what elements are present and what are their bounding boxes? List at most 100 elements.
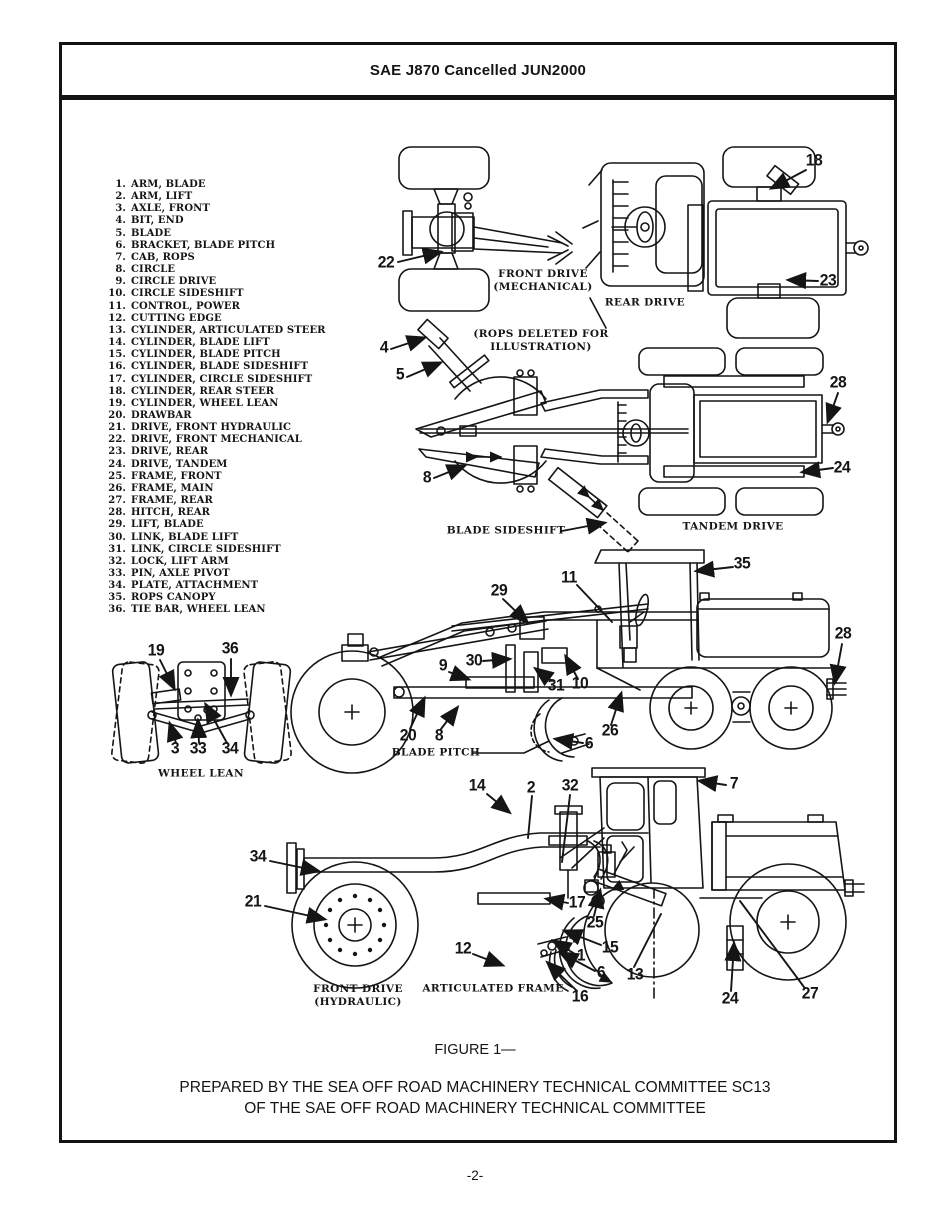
callout-number: 24	[833, 458, 851, 477]
parts-list-item-number: 23.	[108, 446, 126, 458]
parts-list-item-number: 16.	[108, 361, 126, 373]
parts-list-item: 21. DRIVE, FRONT HYDRAULIC	[104, 422, 326, 434]
parts-list-item-label: CIRCLE DRIVE	[131, 276, 217, 288]
parts-list-item-label: DRIVE, TANDEM	[131, 458, 228, 470]
parts-list-item-number: 8.	[115, 264, 126, 276]
parts-list-item-number: 24.	[108, 458, 126, 470]
parts-list-item-number: 12.	[108, 312, 126, 324]
parts-list-item-number: 7.	[115, 251, 126, 263]
callout-number: 10	[571, 674, 589, 693]
parts-list-item: 4.BIT, END	[104, 215, 326, 227]
figure-caption: FIGURE 1—	[434, 1042, 516, 1058]
parts-list-item: 14.CYLINDER, BLADE LIFT	[104, 337, 326, 349]
diagram-label: ARTICULATED FRAME	[422, 982, 564, 995]
parts-list-item: 30.LINK, BLADE LIFT	[104, 532, 326, 544]
parts-list-item-label: CIRCLE	[131, 264, 176, 276]
callout-number: 9	[438, 656, 448, 675]
parts-list-item: 36.TIE BAR, WHEEL LEAN	[104, 604, 326, 616]
callout-number: 19	[147, 641, 165, 660]
parts-list-item: 15. CYLINDER, BLADE PITCH	[104, 349, 326, 361]
parts-list-item-label: BRACKET, BLADE PITCH	[131, 239, 276, 251]
diagram-label: FRONT DRIVE (MECHANICAL)	[493, 267, 593, 293]
parts-list-item: 31. LINK, CIRCLE SIDESHIFT	[104, 544, 326, 556]
parts-list-item-number: 11.	[108, 300, 126, 312]
footer-committee-line2: OF THE SAE OFF ROAD MACHINERY TECHNICAL …	[244, 1100, 706, 1117]
parts-list-item: 11. CONTROL, POWER	[104, 301, 326, 313]
footer-committee-line1: PREPARED BY THE SEA OFF ROAD MACHINERY T…	[179, 1079, 771, 1096]
callout-number: 1	[576, 946, 586, 965]
parts-list-item-label: TIE BAR, WHEEL LEAN	[131, 604, 266, 616]
page-title: SAE J870 Cancelled JUN2000	[369, 61, 587, 79]
parts-list-item-number: 6.	[115, 239, 126, 251]
parts-list-item: 5. BLADE	[104, 228, 326, 240]
parts-list-item: 12. CUTTING EDGE	[104, 313, 326, 325]
header-box: SAE J870 Cancelled JUN2000	[59, 42, 897, 98]
parts-list-item-number: 27.	[108, 495, 126, 507]
parts-list-item: 19.CYLINDER, WHEEL LEAN	[104, 398, 326, 410]
parts-list-item: 32.LOCK, LIFT ARM	[104, 556, 326, 568]
callout-number: 6	[596, 963, 606, 982]
callout-number: 35	[733, 554, 751, 573]
parts-list-item: 23.DRIVE, REAR	[104, 446, 326, 458]
parts-list-item-label: LINK, CIRCLE SIDESHIFT	[131, 543, 281, 555]
diagram-label: BLADE SIDESHIFT	[446, 524, 566, 537]
parts-list-item: 6. BRACKET, BLADE PITCH	[104, 240, 326, 252]
parts-list-item-number: 14.	[108, 337, 126, 349]
parts-list-item-number: 2.	[115, 191, 126, 203]
parts-list-item-number: 9.	[115, 276, 126, 288]
parts-list-item-label: ARM, BLADE	[131, 179, 206, 190]
figure-frame	[59, 97, 897, 1143]
callout-number: 7	[729, 774, 739, 793]
parts-list-item-label: DRIVE, FRONT HYDRAULIC	[131, 422, 292, 434]
parts-list-item-number: 34.	[108, 580, 126, 592]
parts-list-item: 8. CIRCLE	[104, 264, 326, 276]
parts-list-item-label: LIFT, BLADE	[131, 519, 204, 531]
callout-number: 25	[586, 913, 604, 932]
diagram-label: FRONT DRIVE (HYDRAULIC)	[313, 982, 403, 1008]
parts-list-item-number: 17.	[108, 373, 126, 385]
parts-list-item-number: 5.	[115, 227, 126, 239]
parts-list-item-label: CYLINDER, REAR STEER	[131, 385, 275, 397]
parts-list-item-number: 31.	[108, 543, 126, 555]
parts-list-item-label: CAB, ROPS	[131, 251, 195, 263]
parts-list-item-number: 15.	[108, 349, 126, 361]
parts-list-item-number: 28.	[108, 507, 126, 519]
parts-list-item-label: PIN, AXLE PIVOT	[131, 568, 230, 579]
parts-list-item-label: BIT, END	[131, 215, 184, 227]
parts-list-item-number: 29.	[108, 519, 126, 531]
callout-number: 31	[547, 676, 565, 695]
parts-list-item: 7. CAB, ROPS	[104, 252, 326, 264]
parts-list-item-label: CYLINDER, BLADE PITCH	[131, 349, 281, 361]
callout-number: 34	[249, 847, 267, 866]
parts-list-item-label: CUTTING EDGE	[131, 312, 222, 324]
callout-number: 18	[805, 151, 823, 170]
parts-list-item: 2. ARM, LIFT	[104, 191, 326, 203]
callout-number: 2	[526, 778, 536, 797]
parts-list-item-label: HITCH, REAR	[131, 507, 211, 519]
callout-number: 24	[721, 989, 739, 1008]
callout-number: 28	[834, 624, 852, 643]
parts-list-item-number: 21.	[108, 422, 126, 434]
parts-list-item-label: AXLE, FRONT	[131, 203, 210, 215]
parts-list-item-number: 1.	[115, 179, 126, 190]
callout-number: 30	[465, 651, 483, 670]
parts-list-item-number: 30.	[108, 531, 126, 543]
parts-list-item-label: ARM, LIFT	[131, 191, 193, 203]
parts-list-item: 26.FRAME, MAIN	[104, 483, 326, 495]
parts-list-item: 16.CYLINDER, BLADE SIDESHIFT	[104, 361, 326, 373]
diagram-label: WHEEL LEAN	[158, 767, 244, 780]
parts-list-item-label: BLADE	[131, 227, 172, 239]
parts-list-item: 13.CYLINDER, ARTICULATED STEER	[104, 325, 326, 337]
blade-sideshift-tandem-plan-diagram	[416, 319, 844, 552]
parts-list-item-number: 18.	[108, 385, 126, 397]
parts-list-item-label: FRAME, MAIN	[131, 482, 214, 494]
parts-list-item-number: 3.	[115, 203, 126, 215]
callout-leaders	[158, 170, 847, 991]
parts-list-item-number: 19.	[108, 397, 126, 409]
parts-list-item-number: 32.	[108, 555, 126, 567]
parts-list-item-label: FRAME, FRONT	[131, 470, 222, 482]
parts-list-item-label: CONTROL, POWER	[131, 300, 241, 312]
